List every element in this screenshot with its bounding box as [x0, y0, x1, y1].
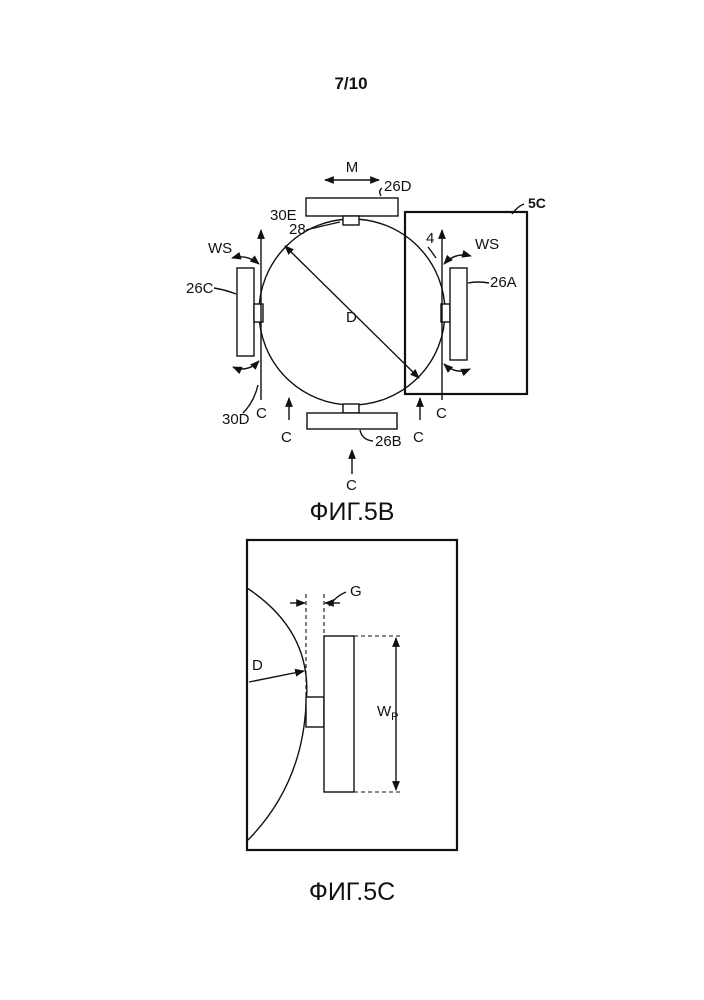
leader-26d — [380, 188, 382, 196]
label-26d: 26D — [384, 178, 412, 195]
label-30d: 30D — [222, 411, 250, 428]
leader-26b — [360, 430, 373, 441]
leader-4 — [428, 247, 436, 258]
ws-arrow-right-top — [444, 255, 471, 264]
ws-arrow-right-bottom — [444, 364, 470, 371]
figure-5b: 5C M 26D 28 26B 26C WS 30E 30D 26A — [186, 159, 546, 526]
label-26a: 26A — [490, 274, 517, 291]
pad-mount — [306, 697, 324, 727]
plate-26a — [450, 268, 467, 360]
mount-bottom — [343, 404, 359, 413]
leader-26a — [468, 282, 489, 283]
label-d-5c: D — [252, 657, 263, 674]
label-m: M — [346, 159, 359, 176]
mount-28 — [343, 216, 359, 225]
leader-26c — [214, 288, 236, 294]
label-30e: 30E — [270, 207, 297, 224]
ws-arrow-left-top — [232, 257, 259, 264]
label-c1: C — [256, 405, 267, 422]
detail-ref-label: 5C — [528, 195, 546, 211]
label-d: D — [346, 309, 357, 326]
label-wp-sub: P — [391, 711, 398, 723]
label-26c: 26C — [186, 280, 214, 297]
figure-5c-caption: ФИГ.5C — [309, 878, 395, 906]
label-c5: C — [436, 405, 447, 422]
label-c4: C — [413, 429, 424, 446]
plate-26b — [307, 413, 397, 429]
label-ws-left: WS — [208, 240, 232, 257]
roller-arc — [247, 588, 307, 840]
ws-arrow-left-bottom — [233, 361, 259, 369]
label-ws-right: WS — [475, 236, 499, 253]
plate-26c — [237, 268, 254, 356]
label-g: G — [350, 583, 362, 600]
label-wp-main: W — [377, 703, 392, 720]
figure-5b-caption: ФИГ.5B — [310, 498, 395, 526]
figure-5c: G D WP ФИГ.5C — [247, 540, 457, 906]
plate-26d — [306, 198, 398, 216]
page-number: 7/10 — [334, 74, 367, 93]
label-4: 4 — [426, 230, 434, 247]
leader-g — [329, 592, 346, 606]
label-26b: 26B — [375, 433, 402, 450]
label-c3: C — [346, 477, 357, 494]
label-c2: C — [281, 429, 292, 446]
label-wp: WP — [377, 703, 399, 723]
pad-plate — [324, 636, 354, 792]
